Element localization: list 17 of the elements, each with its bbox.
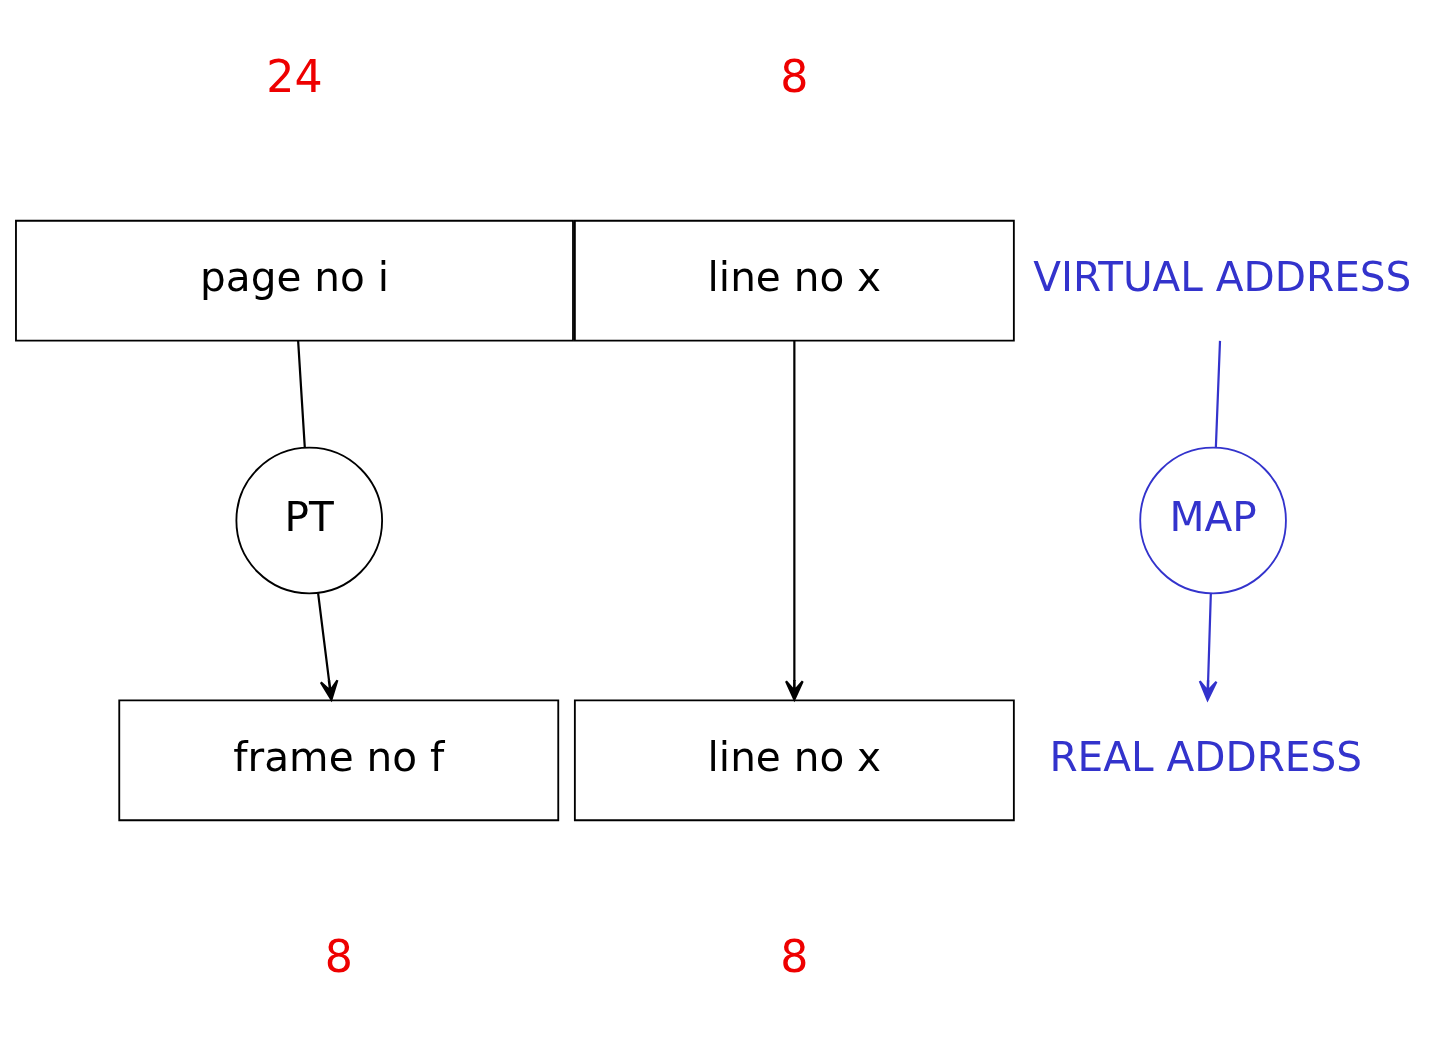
node-text: VIRTUAL ADDRESS — [1033, 252, 1412, 301]
label: 8 — [780, 930, 809, 982]
connector — [297, 340, 306, 448]
arrow — [317, 592, 339, 701]
label: 24 — [266, 50, 323, 102]
node-circle: PT — [235, 446, 384, 594]
node-circle: MAP — [1139, 446, 1287, 594]
node-box: line no x — [573, 219, 1015, 342]
node-box: frame no f — [118, 698, 560, 821]
label: 8 — [780, 50, 809, 102]
node-text: REAL ADDRESS — [1049, 732, 1362, 781]
node-box: line no x — [573, 698, 1015, 821]
arrow — [1198, 593, 1218, 701]
arrow — [784, 340, 804, 701]
label: 8 — [324, 930, 353, 982]
node-box: page no i — [15, 219, 574, 342]
connector — [1214, 340, 1222, 448]
